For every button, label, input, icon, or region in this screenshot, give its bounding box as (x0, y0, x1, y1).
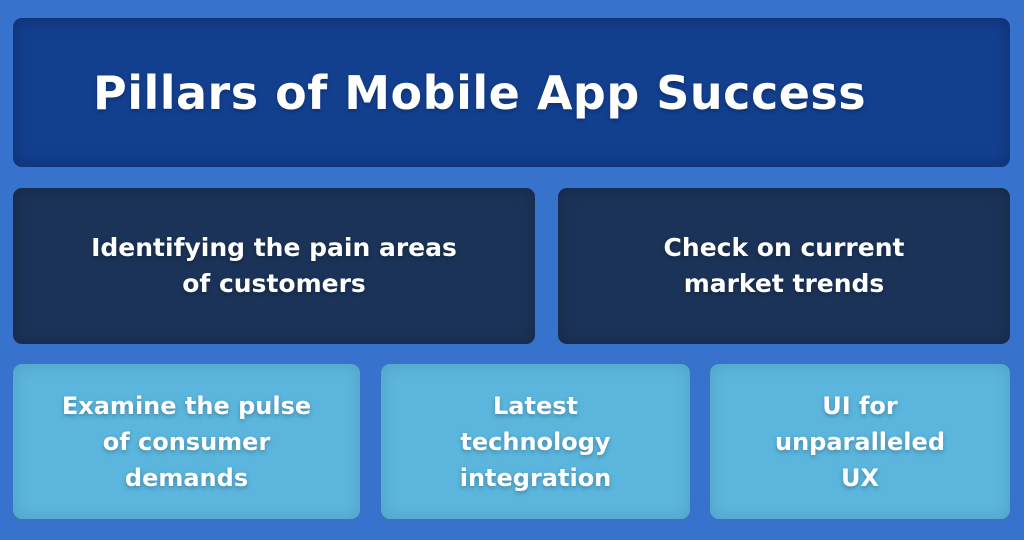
pillar-box-pain-areas: Identifying the pain areas of customers (13, 188, 535, 344)
pillar-box-market-trends: Check on current market trends (558, 188, 1010, 344)
title-banner: Pillars of Mobile App Success (13, 18, 1010, 167)
page-title: Pillars of Mobile App Success (93, 65, 867, 120)
pillar-text: Latest technology integration (459, 391, 612, 492)
pillar-text: Examine the pulse of consumer demands (61, 391, 312, 492)
pillar-box-ui-ux: UI for unparalleled UX (710, 364, 1010, 519)
pillar-box-consumer-demands: Examine the pulse of consumer demands (13, 364, 360, 519)
pillar-text: Check on current market trends (663, 233, 905, 298)
pillar-text: Identifying the pain areas of customers (91, 233, 457, 298)
pillar-box-technology: Latest technology integration (381, 364, 690, 519)
pillar-text: UI for unparalleled UX (775, 391, 945, 492)
